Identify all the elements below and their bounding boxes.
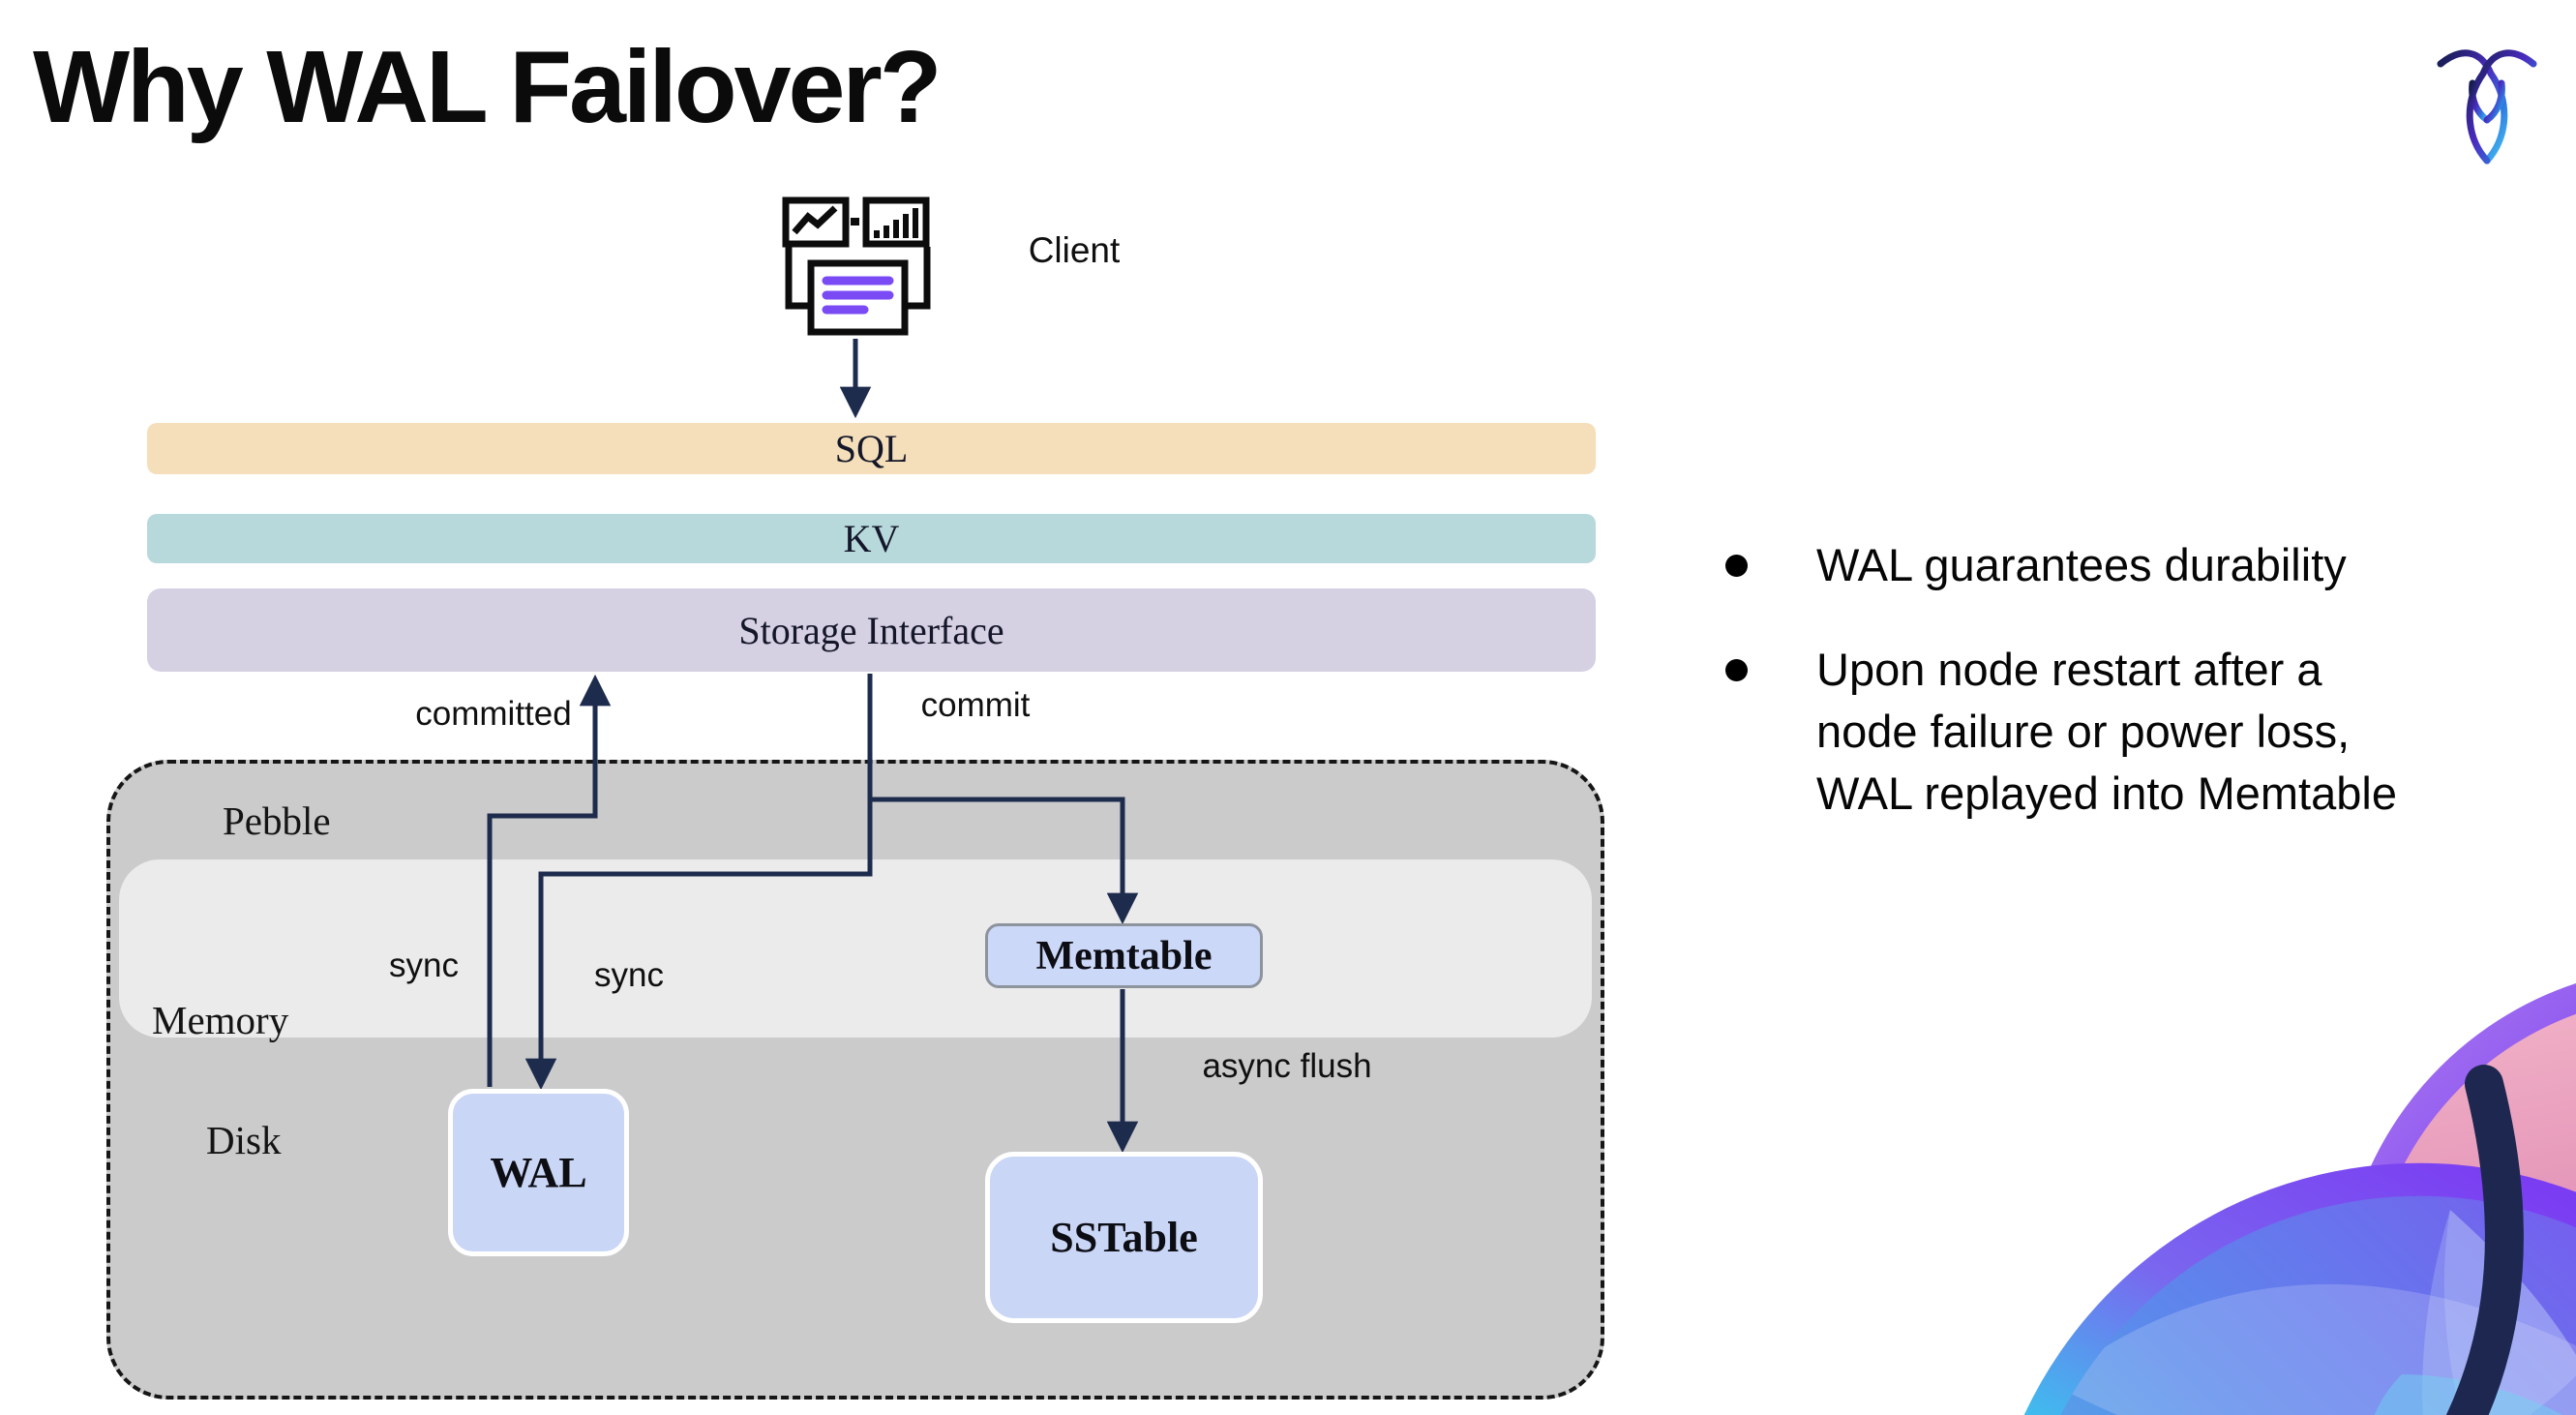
client-workstation-icon: [779, 194, 934, 339]
disk-label: Disk: [206, 1118, 282, 1162]
layer-storage-label: Storage Interface: [738, 608, 1004, 652]
list-item: Upon node restart after a node failure o…: [1725, 639, 2558, 825]
layer-storage-interface: Storage Interface: [147, 588, 1596, 672]
bullet-dot-icon: [1725, 659, 1748, 681]
list-item: WAL guarantees durability: [1725, 534, 2558, 596]
wal-node: WAL: [448, 1089, 629, 1256]
committed-label: committed: [415, 695, 572, 733]
page-title: Why WAL Failover?: [33, 30, 942, 144]
client-label: Client: [1028, 230, 1121, 270]
sstable-node-label: SSTable: [1050, 1214, 1198, 1261]
memory-label: Memory: [152, 998, 289, 1042]
sync-left-label: sync: [389, 947, 459, 984]
async-flush-label: async flush: [1202, 1047, 1372, 1085]
pebble-label: Pebble: [223, 798, 331, 843]
memtable-node: Memtable: [985, 923, 1263, 988]
commit-label: commit: [920, 686, 1031, 724]
bullet-text: Upon node restart after a node failure o…: [1816, 644, 2397, 819]
cockroachdb-logo-icon: [2437, 45, 2537, 166]
layer-sql: SQL: [147, 423, 1596, 474]
layer-kv-label: KV: [843, 517, 900, 560]
sync-right-label: sync: [594, 956, 664, 994]
layer-kv: KV: [147, 514, 1596, 563]
memory-band: [119, 859, 1592, 1038]
brand-artwork: [1995, 968, 2576, 1415]
wal-node-label: WAL: [490, 1149, 587, 1196]
bullet-dot-icon: [1725, 555, 1748, 577]
bullet-list: WAL guarantees durability Upon node rest…: [1725, 534, 2558, 867]
bullet-text: WAL guarantees durability: [1816, 539, 2347, 590]
sstable-node: SSTable: [985, 1152, 1263, 1323]
memtable-node-label: Memtable: [1035, 933, 1213, 978]
pebble-container: [106, 760, 1604, 1400]
layer-sql-label: SQL: [834, 427, 909, 470]
